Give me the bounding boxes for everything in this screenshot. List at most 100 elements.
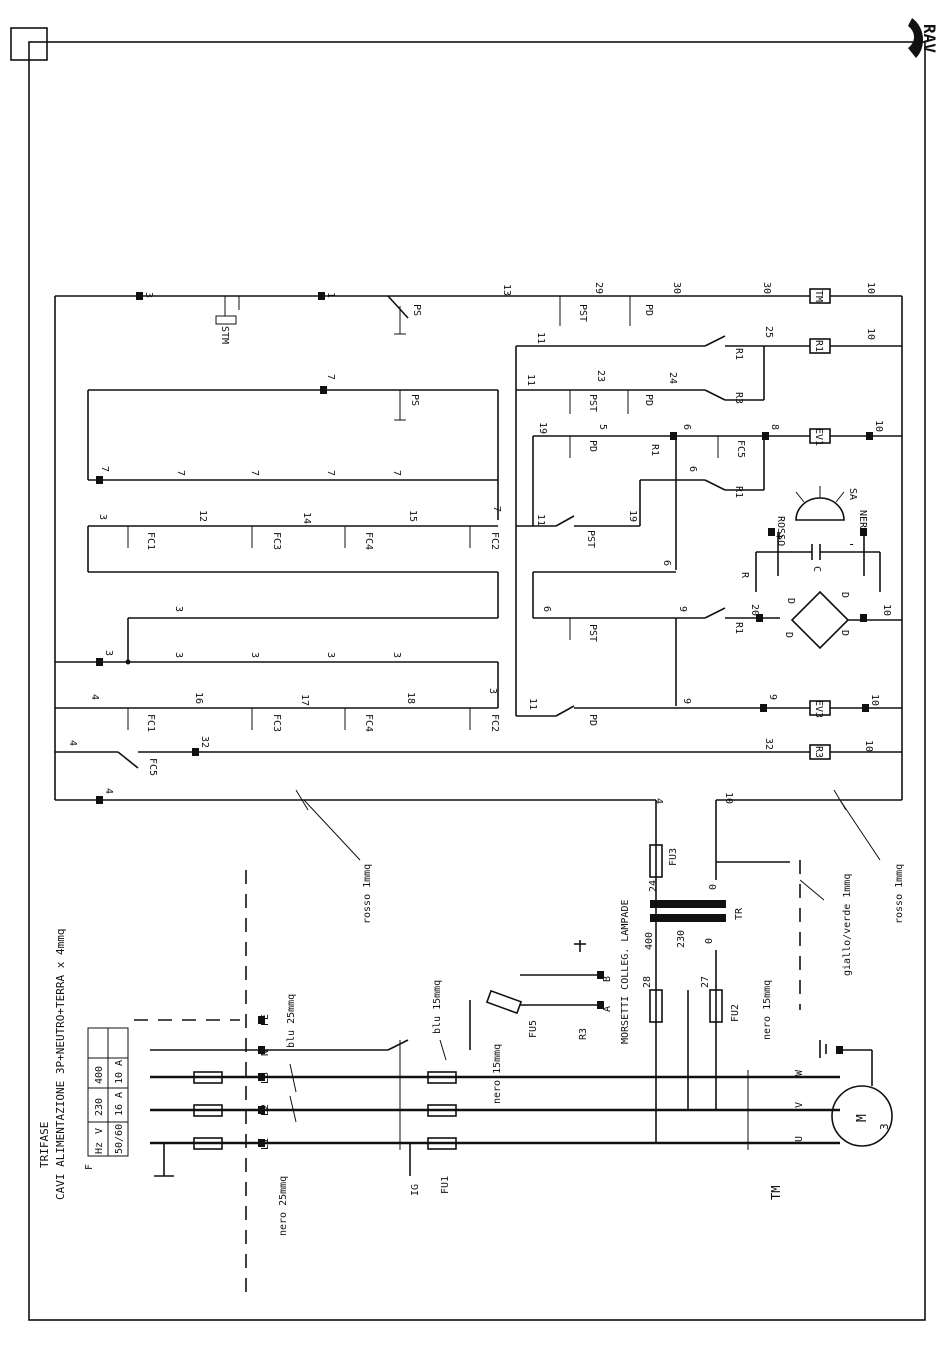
wire-label: 10 <box>865 328 876 340</box>
plus-sign: + <box>776 529 783 543</box>
wire-label: 3 <box>173 606 184 612</box>
cable-red-label-2: rosso 1mmq <box>894 864 905 924</box>
pst-label: PST <box>577 304 588 322</box>
fc2-label: FC2 <box>489 532 500 550</box>
table-hz: Hz <box>94 1142 105 1154</box>
table-10a: 10 A <box>114 1060 125 1084</box>
wire-label: 11 <box>525 374 536 386</box>
r1-contact-label-4: R1 <box>733 622 744 634</box>
rav-logo: RAV <box>908 18 939 58</box>
wire-label: 7 <box>391 470 402 476</box>
supply-subtitle: CAVI ALIMENTAZIONE 3P+NEUTRO+TERRA x 4mm… <box>54 928 67 1200</box>
wire-label: 6 <box>661 560 672 566</box>
wire-label: 3 <box>173 652 184 658</box>
terminal-l2: L2 <box>260 1104 271 1116</box>
diode-label: D <box>839 592 850 598</box>
pd-label-4: PD <box>587 714 598 726</box>
wire-label: 19 <box>627 510 638 522</box>
r3-power-label: R3 <box>578 1028 589 1040</box>
pd-label-2: PD <box>643 394 654 406</box>
pst-label-4: PST <box>587 624 598 642</box>
wire-label: 13 <box>501 284 512 296</box>
table-v: V <box>94 1128 105 1134</box>
wire-label: 18 <box>405 692 416 704</box>
wire-label: 12 <box>197 510 208 522</box>
phase-w-label: W <box>794 1069 805 1076</box>
tap-230-label: 230 <box>676 930 687 948</box>
wire-4-label: 4 <box>653 798 664 804</box>
wire-label: 10 <box>873 420 884 432</box>
table-230: 230 <box>94 1098 105 1116</box>
terminal-a-label: A <box>602 1006 613 1012</box>
pd-label-3: PD <box>587 440 598 452</box>
fc2-label-2: FC2 <box>489 714 500 732</box>
fc5-label-2: FC5 <box>147 758 158 776</box>
wire-label: 7 <box>249 470 260 476</box>
diode-label: D <box>839 630 850 636</box>
terminal-n: N <box>260 1050 271 1056</box>
power-labels: TRIFASE CAVI ALIMENTAZIONE 3P+NEUTRO+TER… <box>38 792 905 1236</box>
cable-blue-label: blu 25mmq <box>286 994 297 1048</box>
tap-24-label: 24 <box>648 880 659 892</box>
fc1-label-2: FC1 <box>145 714 156 732</box>
wire-label: 3 <box>97 514 108 520</box>
logo-text: RAV <box>920 24 939 53</box>
wire-label: 11 <box>535 514 546 526</box>
phase-u-label: U <box>794 1136 805 1142</box>
wire-label: 4 <box>103 788 114 794</box>
pst-label-3: PST <box>585 530 596 548</box>
ps-label: PS <box>411 304 422 316</box>
diode-label: D <box>785 598 796 604</box>
wire-10-label: 10 <box>723 792 734 804</box>
wire-label: 17 <box>299 694 310 706</box>
capacitor-label: C <box>811 566 822 572</box>
fu2-label: FU2 <box>730 1004 741 1022</box>
wire-label: 29 <box>593 282 604 294</box>
terminal-l1: L1 <box>260 1138 271 1150</box>
r3-coil-label: R3 <box>813 746 824 758</box>
wire-label: 25 <box>763 326 774 338</box>
r1-contact-label-2: R1 <box>649 444 660 456</box>
fc3-label: FC3 <box>271 532 282 550</box>
f-label: F <box>84 1164 95 1170</box>
wire-label: 19 <box>537 422 548 434</box>
wire-label: 9 <box>767 694 778 700</box>
stm-label: STM <box>219 326 230 344</box>
r1-contact-label: R1 <box>733 348 744 360</box>
lamp-block-label: MORSETTI COLLEG. LAMPADE <box>620 900 631 1045</box>
tm-coil-label: TM <box>813 290 824 302</box>
wire-label: 16 <box>193 692 204 704</box>
wire-label: 24 <box>667 372 678 384</box>
cable-black-15b-label: nero 15mmq <box>762 980 773 1040</box>
wire-28-label: 28 <box>642 976 653 988</box>
control-labels: 3 1 13 29 30 30 10 STM PS PST PD TM 11 R… <box>67 282 892 794</box>
cable-ground-label: giallo/verde 1mmq <box>842 874 853 976</box>
wire-label: 1 <box>325 292 336 298</box>
wire-label: 15 <box>407 510 418 522</box>
fu1-label: FU1 <box>440 1176 451 1194</box>
cable-blue-15-label: blu 15mmq <box>432 980 443 1034</box>
motor-phases-label: 3 <box>878 1123 891 1130</box>
wire-label: 7 <box>175 470 186 476</box>
phase-v-label: V <box>794 1102 805 1108</box>
wire-label: 3 <box>487 688 498 694</box>
wire-label: 4 <box>67 740 78 746</box>
wire-label: 7 <box>325 374 336 380</box>
fu3-label: FU3 <box>668 848 679 866</box>
sheet-corner-box <box>10 27 48 61</box>
wire-label: 3 <box>249 652 260 658</box>
sheet-border <box>28 41 926 1321</box>
table-16a: 16 A <box>114 1092 125 1116</box>
wire-label: 6 <box>541 606 552 612</box>
sa-label: SA <box>847 488 858 500</box>
wire-label: 4 <box>89 694 100 700</box>
table-400: 400 <box>94 1066 105 1084</box>
wire-label: 9 <box>681 698 692 704</box>
ev1-label: EV1 <box>813 428 824 446</box>
wire-label: 11 <box>527 698 538 710</box>
wire-label: 11 <box>535 332 546 344</box>
tap-0-label: 0 <box>704 938 715 944</box>
wire-label: 20 <box>749 604 760 616</box>
